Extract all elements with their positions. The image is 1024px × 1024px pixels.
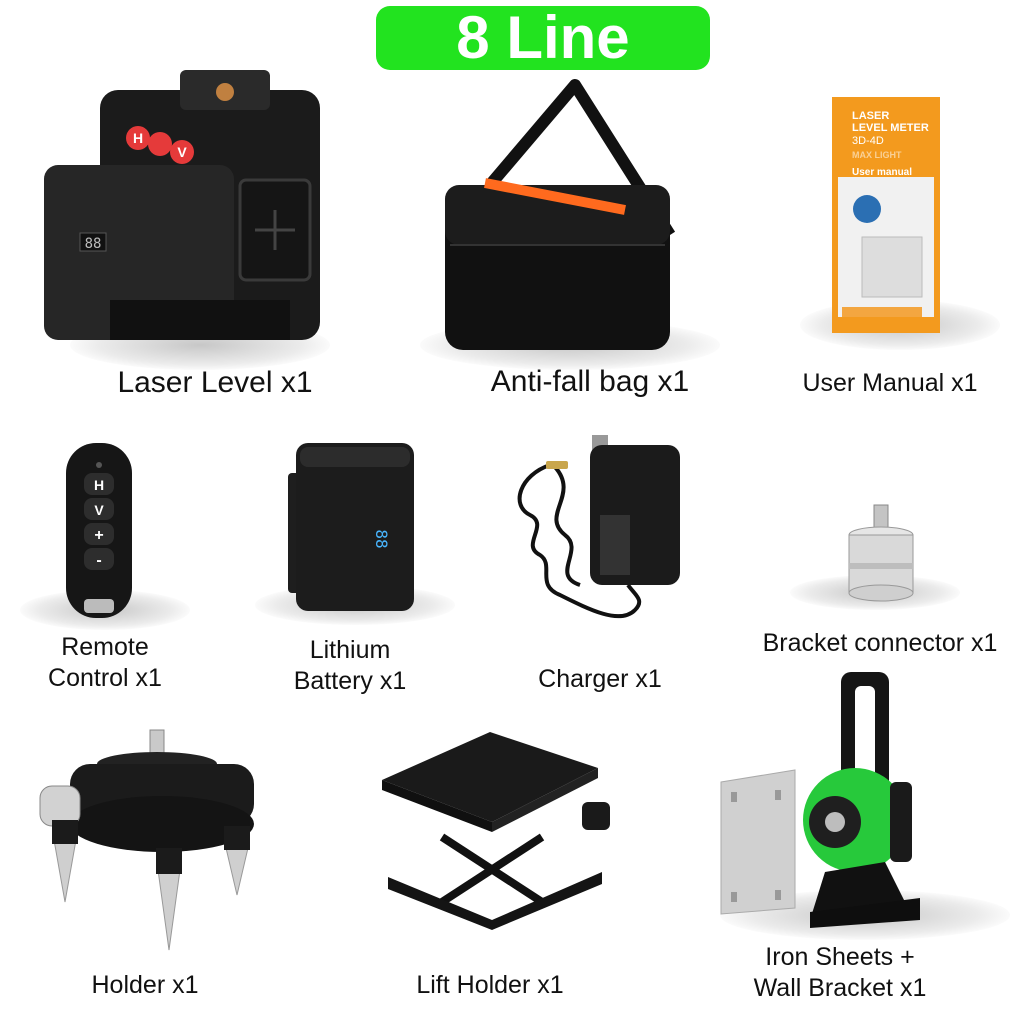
label-remote-line2: Control x1 [48, 664, 162, 693]
label-lift-holder: Lift Holder x1 [416, 971, 564, 999]
laser-button-h: H [133, 130, 143, 146]
label-remote-line1: Remote [61, 633, 149, 661]
manual-subtitle: User manual [852, 167, 912, 178]
label-wall-bracket-line2: Wall Bracket x1 [753, 974, 927, 1003]
label-battery: Lithium Battery x1 [250, 635, 450, 698]
remote-icon: H V + - [66, 443, 132, 618]
remote-button-h: H [94, 477, 104, 493]
manual-brand: MAX LIGHT [852, 150, 902, 160]
label-holder: Holder x1 [91, 971, 199, 999]
label-laser-level: Laser Level x1 [117, 366, 313, 399]
manual-icon: LASER LEVEL METER 3D-4D MAX LIGHT User m… [832, 97, 940, 333]
label-remote: Remote Control x1 [10, 632, 200, 695]
remote-button-plus: + [94, 527, 103, 544]
laser-button-v: V [177, 144, 187, 160]
manual-title2: LEVEL METER [852, 122, 929, 134]
remote-button-minus: - [96, 552, 101, 569]
label-wall-bracket-line1: Iron Sheets + [765, 943, 915, 971]
battery-icon: 88 [288, 443, 414, 611]
manual-title1: LASER [852, 110, 889, 122]
laser-display-text: 88 [85, 236, 102, 252]
holder-icon [39, 729, 254, 951]
remote-button-v: V [94, 502, 104, 518]
label-bag: Anti-fall bag x1 [490, 365, 690, 398]
label-battery-line2: Battery x1 [293, 667, 407, 696]
title-banner: 8 Line [376, 6, 710, 70]
bag-icon [445, 79, 676, 350]
lift-holder-icon [382, 732, 610, 930]
battery-display-text: 88 [372, 529, 391, 548]
charger-icon [517, 435, 680, 619]
label-manual: User Manual x1 [802, 369, 978, 397]
label-charger: Charger x1 [538, 665, 662, 693]
label-connector: Bracket connector x1 [762, 629, 998, 657]
wall-bracket-icon [720, 672, 920, 928]
label-battery-line1: Lithium [309, 636, 391, 664]
laser-level-icon: 88 H V [44, 70, 320, 340]
label-wall-bracket: Iron Sheets + Wall Bracket x1 [720, 942, 960, 1005]
title-text: 8 Line [456, 4, 630, 71]
manual-title3: 3D-4D [852, 135, 884, 147]
connector-icon [848, 504, 914, 602]
